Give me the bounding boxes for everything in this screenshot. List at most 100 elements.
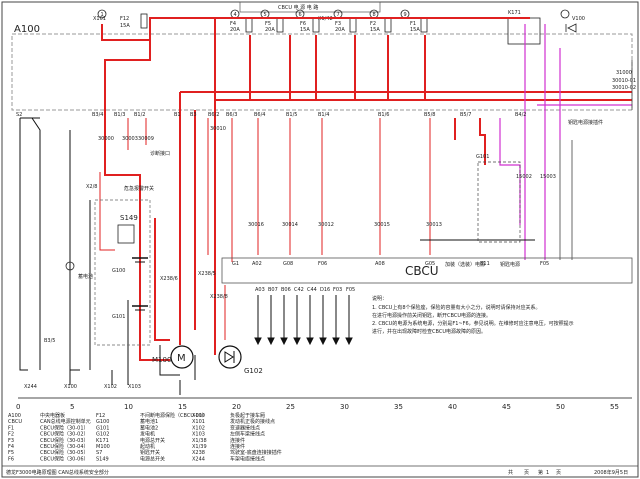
- connector-x101: X101: [93, 16, 106, 22]
- svg-text:30: 30: [340, 403, 349, 411]
- svg-text:B06: B06: [281, 287, 291, 293]
- svg-text:S2: S2: [16, 112, 22, 118]
- battery-g101: G101: [112, 305, 148, 320]
- cbcu-box-label: CBCU: [405, 264, 439, 278]
- svg-text:F06: F06: [318, 261, 327, 267]
- svg-text:G101: G101: [476, 154, 489, 160]
- svg-text:50: 50: [556, 403, 565, 411]
- svg-text:30010-02: 30010-02: [612, 85, 636, 91]
- svg-text:9: 9: [404, 12, 407, 18]
- fuse-f6[interactable]: 6 F6 15A: [295, 9, 320, 33]
- starter-motor-m100[interactable]: M M100: [152, 345, 194, 369]
- module-label: A100: [14, 24, 40, 35]
- svg-text:F05: F05: [540, 261, 549, 267]
- key-switch-s7[interactable]: G101: [476, 154, 521, 243]
- legend-desc: 发动机正极的接线点: [230, 418, 275, 425]
- svg-text:0: 0: [16, 403, 20, 411]
- wire-number-labels: 30000 30003 30009 30010 30014 30012 3001…: [98, 70, 636, 228]
- s149-switch[interactable]: [117, 224, 135, 244]
- battery-g100: G100: [112, 257, 148, 274]
- branch-wiring: [99, 118, 431, 340]
- svg-text:B1/3: B1/3: [114, 112, 125, 118]
- svg-text:20A: 20A: [230, 27, 240, 33]
- svg-text:30003: 30003: [122, 136, 138, 142]
- svg-text:M: M: [177, 353, 186, 364]
- footer-page-num: 1: [546, 470, 549, 476]
- fuse-f2[interactable]: 8 F2 15A: [369, 9, 392, 33]
- svg-text:F2: F2: [370, 21, 376, 27]
- svg-text:55: 55: [610, 403, 619, 411]
- svg-text:在进行电源操作前关闭钥匙，断开CBCU电源的连接。: 在进行电源操作前关闭钥匙，断开CBCU电源的连接。: [372, 312, 491, 319]
- svg-text:说明：: 说明：: [372, 295, 387, 302]
- svg-text:G100: G100: [112, 268, 125, 274]
- svg-text:F3: F3: [335, 21, 341, 27]
- legend-code: G100: [96, 419, 109, 425]
- svg-text:15003: 15003: [540, 174, 556, 180]
- svg-text:C42: C42: [294, 287, 304, 293]
- footer-total-label: 共: [508, 469, 513, 476]
- legend-code: F2: [8, 432, 14, 438]
- legend-desc: 车架电缆接线点: [230, 455, 265, 462]
- fuse-row: 1 F12 15A 4 F4 20A 5 F5 20A 6 F6 15A: [97, 9, 428, 33]
- svg-text:5: 5: [70, 403, 74, 411]
- legend-desc: CBCU保险（30-05）: [40, 449, 89, 456]
- legend-code: X238: [192, 450, 205, 456]
- scale-ticks: 0 5 10 15 20 25 30 35 40 45 50 55: [16, 403, 619, 411]
- svg-text:进行，并在出现故障时检查CBCU电源故障的原因。: 进行，并在出现故障时检查CBCU电源故障的原因。: [372, 328, 486, 335]
- svg-text:15002: 15002: [516, 174, 532, 180]
- legend-desc: CBCU保险（30-03）: [40, 437, 89, 444]
- fuse-f4[interactable]: 4 F4 20A: [230, 9, 253, 33]
- svg-text:1: 1: [101, 12, 104, 18]
- svg-text:7: 7: [337, 12, 340, 18]
- cbcu-box-right: 钥匙电源: [500, 261, 520, 268]
- cbcu-title: CBCU 电 源 电 路: [278, 4, 318, 11]
- bottom-pin-row: A03 B07 B06 C42 C44 D16 F03 F05: [255, 287, 355, 293]
- fuse-f12[interactable]: 1 F12 15A: [97, 9, 148, 29]
- component-s149: S149: [120, 214, 138, 222]
- component-v100: V100: [572, 16, 585, 22]
- fuse-f3[interactable]: 7 F3 20A: [333, 9, 357, 33]
- svg-text:30015: 30015: [374, 222, 390, 228]
- k171-relay[interactable]: [507, 17, 541, 45]
- svg-text:B11: B11: [480, 261, 490, 267]
- footer-page-unit: 页: [556, 470, 561, 476]
- signal-wiring: [499, 24, 632, 260]
- svg-text:X238/6: X238/6: [160, 276, 178, 282]
- legend-code: A100: [8, 413, 21, 419]
- legend-desc: 钥匙开关: [140, 449, 160, 456]
- battery-label: 蓄电池: [78, 273, 93, 280]
- legend-code: X1/39: [192, 444, 207, 450]
- fuse-note-label: X2/8: [86, 184, 97, 190]
- svg-text:X102: X102: [104, 384, 117, 390]
- svg-text:2. CBCU的电源为系统电源，分别是F1~F6，参见说明。: 2. CBCU的电源为系统电源，分别是F1~F6，参见说明。在维修时应注意电压，…: [372, 320, 574, 327]
- legend-code: X102: [192, 425, 205, 431]
- fuse-f1[interactable]: 9 F1 15A: [400, 9, 428, 33]
- legend-desc: 电源总开关: [140, 455, 165, 462]
- svg-text:X238/5: X238/5: [198, 271, 216, 277]
- legend-desc: 电源总开关: [140, 437, 165, 444]
- right-connectors: [559, 60, 633, 260]
- svg-text:A02: A02: [252, 261, 262, 267]
- footer-date: 2008年9月5日: [594, 469, 628, 476]
- svg-text:20A: 20A: [335, 27, 345, 33]
- svg-text:F4: F4: [230, 21, 236, 27]
- generator-g102[interactable]: G102: [218, 345, 263, 375]
- cbcu-box-pins: G1 A02 G08 F06 A08 G05 B11 F05: [232, 261, 549, 267]
- ground-wiring: [19, 117, 535, 395]
- svg-text:40: 40: [448, 403, 457, 411]
- legend-code: G102: [96, 432, 109, 438]
- footer-sheet-label: 第: [538, 469, 543, 476]
- svg-text:A08: A08: [375, 261, 385, 267]
- svg-text:B6/2: B6/2: [208, 112, 219, 118]
- svg-text:B1: B1: [174, 112, 181, 118]
- legend-desc: CBCU保险（30-02）: [40, 431, 89, 438]
- footer-title: 德龙F3000电路原理图 CAN总线系统安全部分: [6, 469, 109, 476]
- svg-text:30009: 30009: [138, 136, 154, 142]
- svg-text:15A: 15A: [300, 27, 310, 33]
- svg-text:B6/3: B6/3: [226, 112, 237, 118]
- svg-text:B6/4: B6/4: [254, 112, 265, 118]
- svg-text:B07: B07: [268, 287, 278, 293]
- svg-text:C44: C44: [307, 287, 317, 293]
- legend-code: F4: [8, 444, 14, 450]
- fuse-f5[interactable]: 5 F5 20A: [260, 9, 284, 33]
